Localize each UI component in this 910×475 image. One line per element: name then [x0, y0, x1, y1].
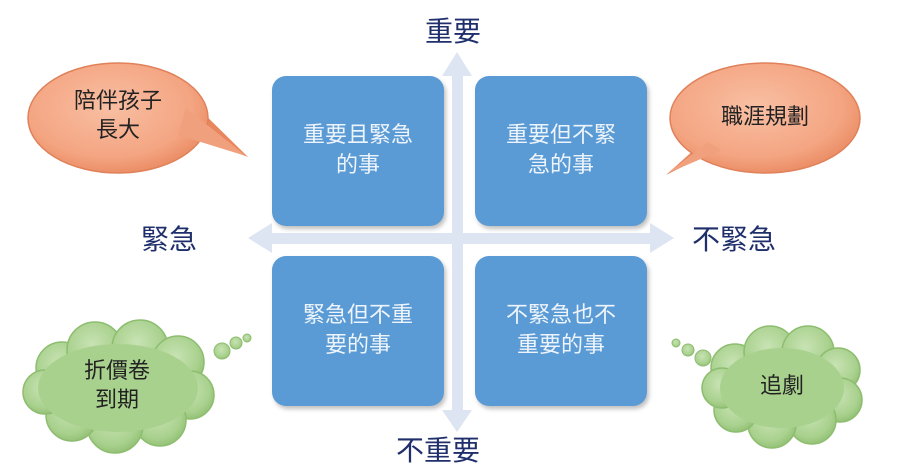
quadrant-label: 不緊急也不 重要的事 — [505, 303, 616, 358]
axis-label-not-important: 不重要 — [396, 434, 481, 467]
speech-bubble-top-left — [27, 62, 248, 174]
quadrant-label: 重要且緊急 的事 — [302, 123, 413, 178]
callout-text-coupon-expiring: 折價卷 到期 — [83, 359, 150, 413]
vertical-axis-arrow — [442, 52, 472, 432]
thought-cloud-bottom-left — [22, 319, 252, 454]
axis-label-urgent: 緊急 — [141, 223, 198, 256]
quadrant-important-urgent: 重要且緊急 的事 — [272, 76, 444, 226]
horizontal-axis-arrow — [248, 223, 674, 253]
callout-text-raise-children: 陪伴孩子 長大 — [73, 89, 162, 143]
quadrant-label: 重要但不緊 急的事 — [505, 123, 616, 178]
thought-cloud-bottom-right — [671, 325, 863, 449]
callout-text-binge-watching: 追劇 — [759, 374, 804, 399]
axis-label-not-urgent: 不緊急 — [692, 223, 777, 256]
quadrant-not-urgent-not-important: 不緊急也不 重要的事 — [475, 256, 647, 406]
speech-bubble-top-right — [666, 62, 861, 175]
quadrant-urgent-not-important: 緊急但不重 要的事 — [272, 256, 444, 406]
callout-text-career-planning: 職涯規劃 — [720, 105, 809, 130]
axis-label-important: 重要 — [425, 15, 482, 48]
quadrant-important-not-urgent: 重要但不緊 急的事 — [475, 76, 647, 226]
quadrant-label: 緊急但不重 要的事 — [302, 303, 413, 358]
